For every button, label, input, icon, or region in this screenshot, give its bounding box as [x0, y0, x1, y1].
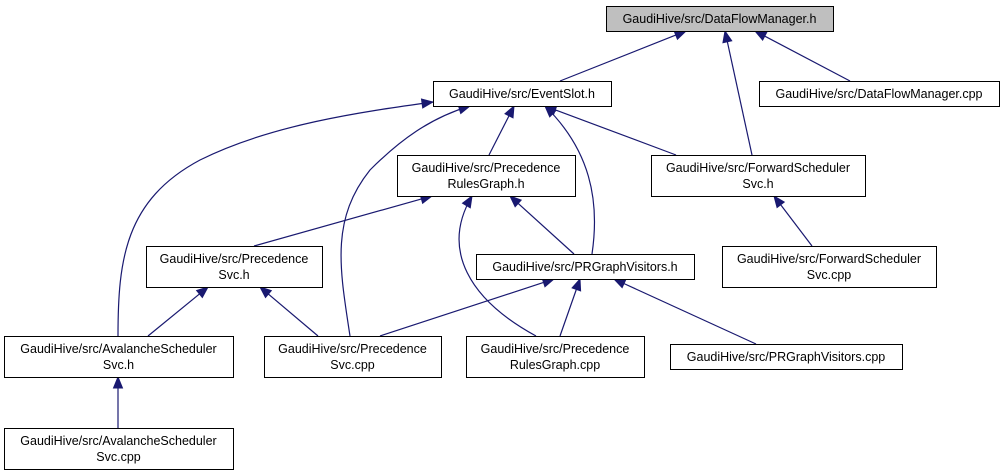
arrowhead-icon	[571, 277, 582, 292]
edge-prgv_cpp-to-prgv_h	[612, 278, 757, 345]
edge-prg_cpp-to-prgv_h	[559, 277, 582, 337]
node-label-line: GaudiHive/src/AvalancheScheduler	[20, 342, 216, 356]
edge-line	[117, 101, 434, 337]
node-label-line: Svc.h	[218, 268, 249, 282]
node-label-line: Svc.cpp	[807, 268, 852, 282]
node-box	[146, 246, 323, 288]
edge-prec_cpp-to-prgv_h	[379, 277, 556, 337]
node-label-line: GaudiHive/src/Precedence	[412, 161, 561, 175]
edge-prg_cpp-to-prg_h	[458, 194, 537, 337]
arrowhead-icon	[509, 195, 523, 208]
node-label-line: RulesGraph.h	[447, 177, 524, 191]
node-label-line: GaudiHive/src/PRGraphVisitors.h	[492, 260, 677, 274]
edge-dfm_cpp-to-dfm_h	[753, 30, 851, 82]
arrowhead-icon	[612, 278, 627, 289]
edge-line	[379, 281, 546, 337]
node-label-line: GaudiHive/src/Precedence	[160, 252, 309, 266]
arrowhead-icon	[753, 30, 768, 41]
edge-fwd_h-to-dfm_h	[722, 29, 753, 156]
edge-line	[544, 105, 596, 255]
node-box	[670, 344, 903, 370]
arrowhead-icon	[258, 286, 273, 299]
edge-line	[253, 197, 424, 247]
nodes-layer: GaudiHive/src/DataFlowManager.hGaudiHive…	[4, 6, 1000, 470]
node-dfm-cpp[interactable]: GaudiHive/src/DataFlowManager.cpp	[759, 81, 1000, 107]
edge-line	[559, 287, 578, 337]
edge-line	[340, 105, 471, 337]
edge-line	[458, 195, 537, 337]
node-dfm-h[interactable]: GaudiHive/src/DataFlowManager.h	[606, 6, 834, 32]
arrowhead-icon	[773, 194, 786, 209]
edge-line	[266, 292, 319, 337]
node-label-line: Svc.cpp	[96, 450, 141, 464]
arrowhead-icon	[461, 194, 473, 209]
node-prgv-h[interactable]: GaudiHive/src/PRGraphVisitors.h	[476, 254, 695, 280]
edge-line	[147, 292, 202, 337]
edge-line	[726, 39, 753, 156]
node-box	[722, 246, 937, 288]
edge-line	[559, 33, 678, 82]
edge-prgv_h-to-prg_h	[509, 195, 575, 255]
arrowhead-icon	[673, 30, 688, 41]
node-label-line: GaudiHive/src/EventSlot.h	[449, 87, 595, 101]
node-box	[476, 254, 695, 280]
node-box	[466, 336, 645, 378]
edge-line	[778, 202, 813, 247]
node-label-line: GaudiHive/src/ForwardScheduler	[737, 252, 921, 266]
node-label-line: RulesGraph.cpp	[510, 358, 600, 372]
edge-prec_h-to-prg_h	[253, 194, 434, 247]
node-prgv-cpp[interactable]: GaudiHive/src/PRGraphVisitors.cpp	[670, 344, 903, 370]
edge-prec_cpp-to-prec_h	[258, 286, 319, 337]
edge-line	[488, 113, 511, 156]
node-label-line: Svc.h	[103, 358, 134, 372]
arrowhead-icon	[112, 375, 124, 389]
edge-prec_cpp-to-eventslot	[340, 104, 472, 337]
edge-aval_h-to-eventslot	[117, 98, 435, 337]
arrowhead-icon	[195, 286, 210, 299]
node-label-line: Svc.cpp	[330, 358, 375, 372]
node-label-line: GaudiHive/src/Precedence	[278, 342, 427, 356]
edge-fwd_h-to-eventslot	[543, 105, 677, 156]
node-box	[397, 155, 576, 197]
arrowhead-icon	[504, 104, 515, 119]
arrowhead-icon	[544, 105, 557, 118]
arrowhead-icon	[420, 98, 435, 109]
node-label-line: GaudiHive/src/PRGraphVisitors.cpp	[687, 350, 886, 364]
edge-line	[621, 282, 757, 345]
node-label-line: GaudiHive/src/Precedence	[481, 342, 630, 356]
node-box	[606, 6, 834, 32]
node-box	[651, 155, 866, 197]
node-label-line: GaudiHive/src/DataFlowManager.cpp	[775, 87, 982, 101]
edge-line	[553, 108, 677, 156]
arrowhead-icon	[722, 29, 733, 44]
node-label-line: Svc.h	[742, 177, 773, 191]
edge-fwd_cpp-to-fwd_h	[773, 194, 813, 247]
node-box	[433, 81, 612, 107]
edge-eventslot-to-dfm_h	[559, 30, 688, 82]
edge-aval_cpp-to-aval_h	[112, 375, 124, 428]
node-label-line: GaudiHive/src/AvalancheScheduler	[20, 434, 216, 448]
node-box	[4, 336, 234, 378]
node-box	[4, 428, 234, 470]
edge-line	[516, 201, 575, 255]
edge-prgv_h-to-eventslot	[544, 105, 596, 255]
node-box	[759, 81, 1000, 107]
node-label-line: GaudiHive/src/DataFlowManager.h	[623, 12, 817, 26]
node-label-line: GaudiHive/src/ForwardScheduler	[666, 161, 850, 175]
edge-aval_h-to-prec_h	[147, 286, 210, 337]
edge-prg_h-to-eventslot	[488, 104, 515, 156]
edge-line	[762, 34, 851, 82]
node-eventslot[interactable]: GaudiHive/src/EventSlot.h	[433, 81, 612, 107]
node-box	[264, 336, 442, 378]
